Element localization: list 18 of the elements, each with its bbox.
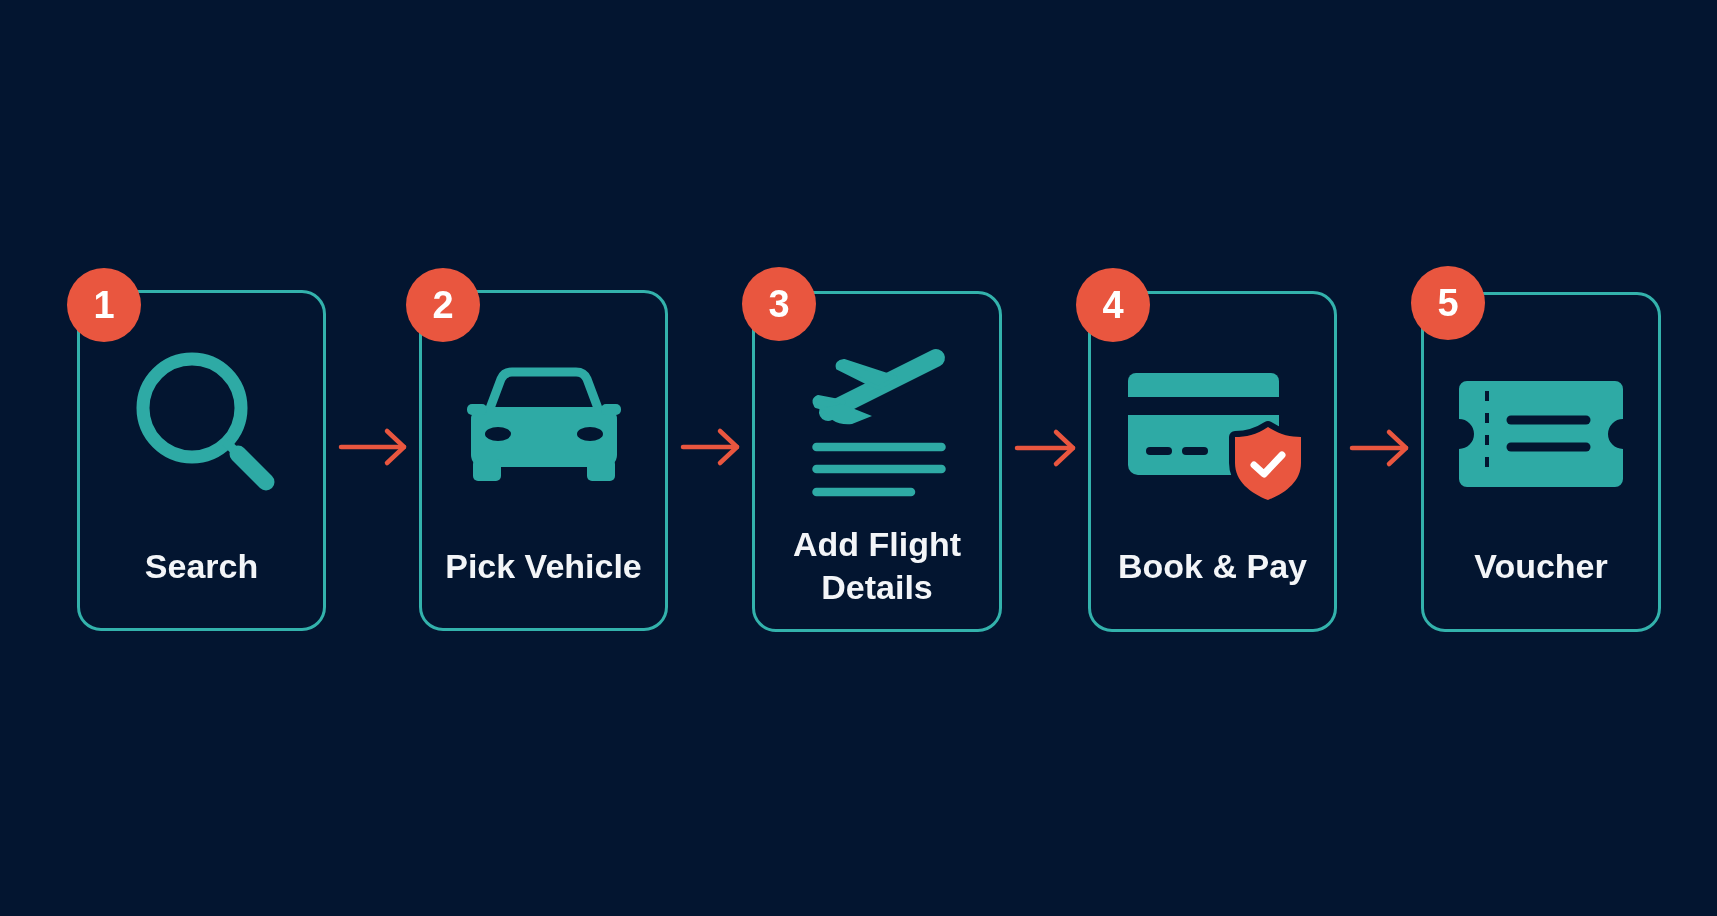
step-label: Book & Pay bbox=[1118, 545, 1307, 587]
step-label: Add Flight Details bbox=[791, 524, 963, 608]
step-card bbox=[419, 290, 668, 631]
step-label: Search bbox=[144, 545, 259, 587]
step-label: Pick Vehicle bbox=[445, 545, 642, 587]
step-card bbox=[752, 291, 1002, 632]
number-badge: 2 bbox=[406, 268, 480, 342]
number-badge: 5 bbox=[1411, 266, 1485, 340]
number-badge: 3 bbox=[742, 267, 816, 341]
step-card bbox=[77, 290, 326, 631]
number-badge: 1 bbox=[67, 268, 141, 342]
arrow bbox=[338, 428, 407, 466]
number-badge: 4 bbox=[1076, 268, 1150, 342]
arrow bbox=[1349, 429, 1409, 467]
step-label: Voucher bbox=[1474, 545, 1608, 587]
arrow bbox=[1014, 429, 1076, 467]
step-card bbox=[1088, 291, 1337, 632]
arrow bbox=[680, 428, 740, 466]
